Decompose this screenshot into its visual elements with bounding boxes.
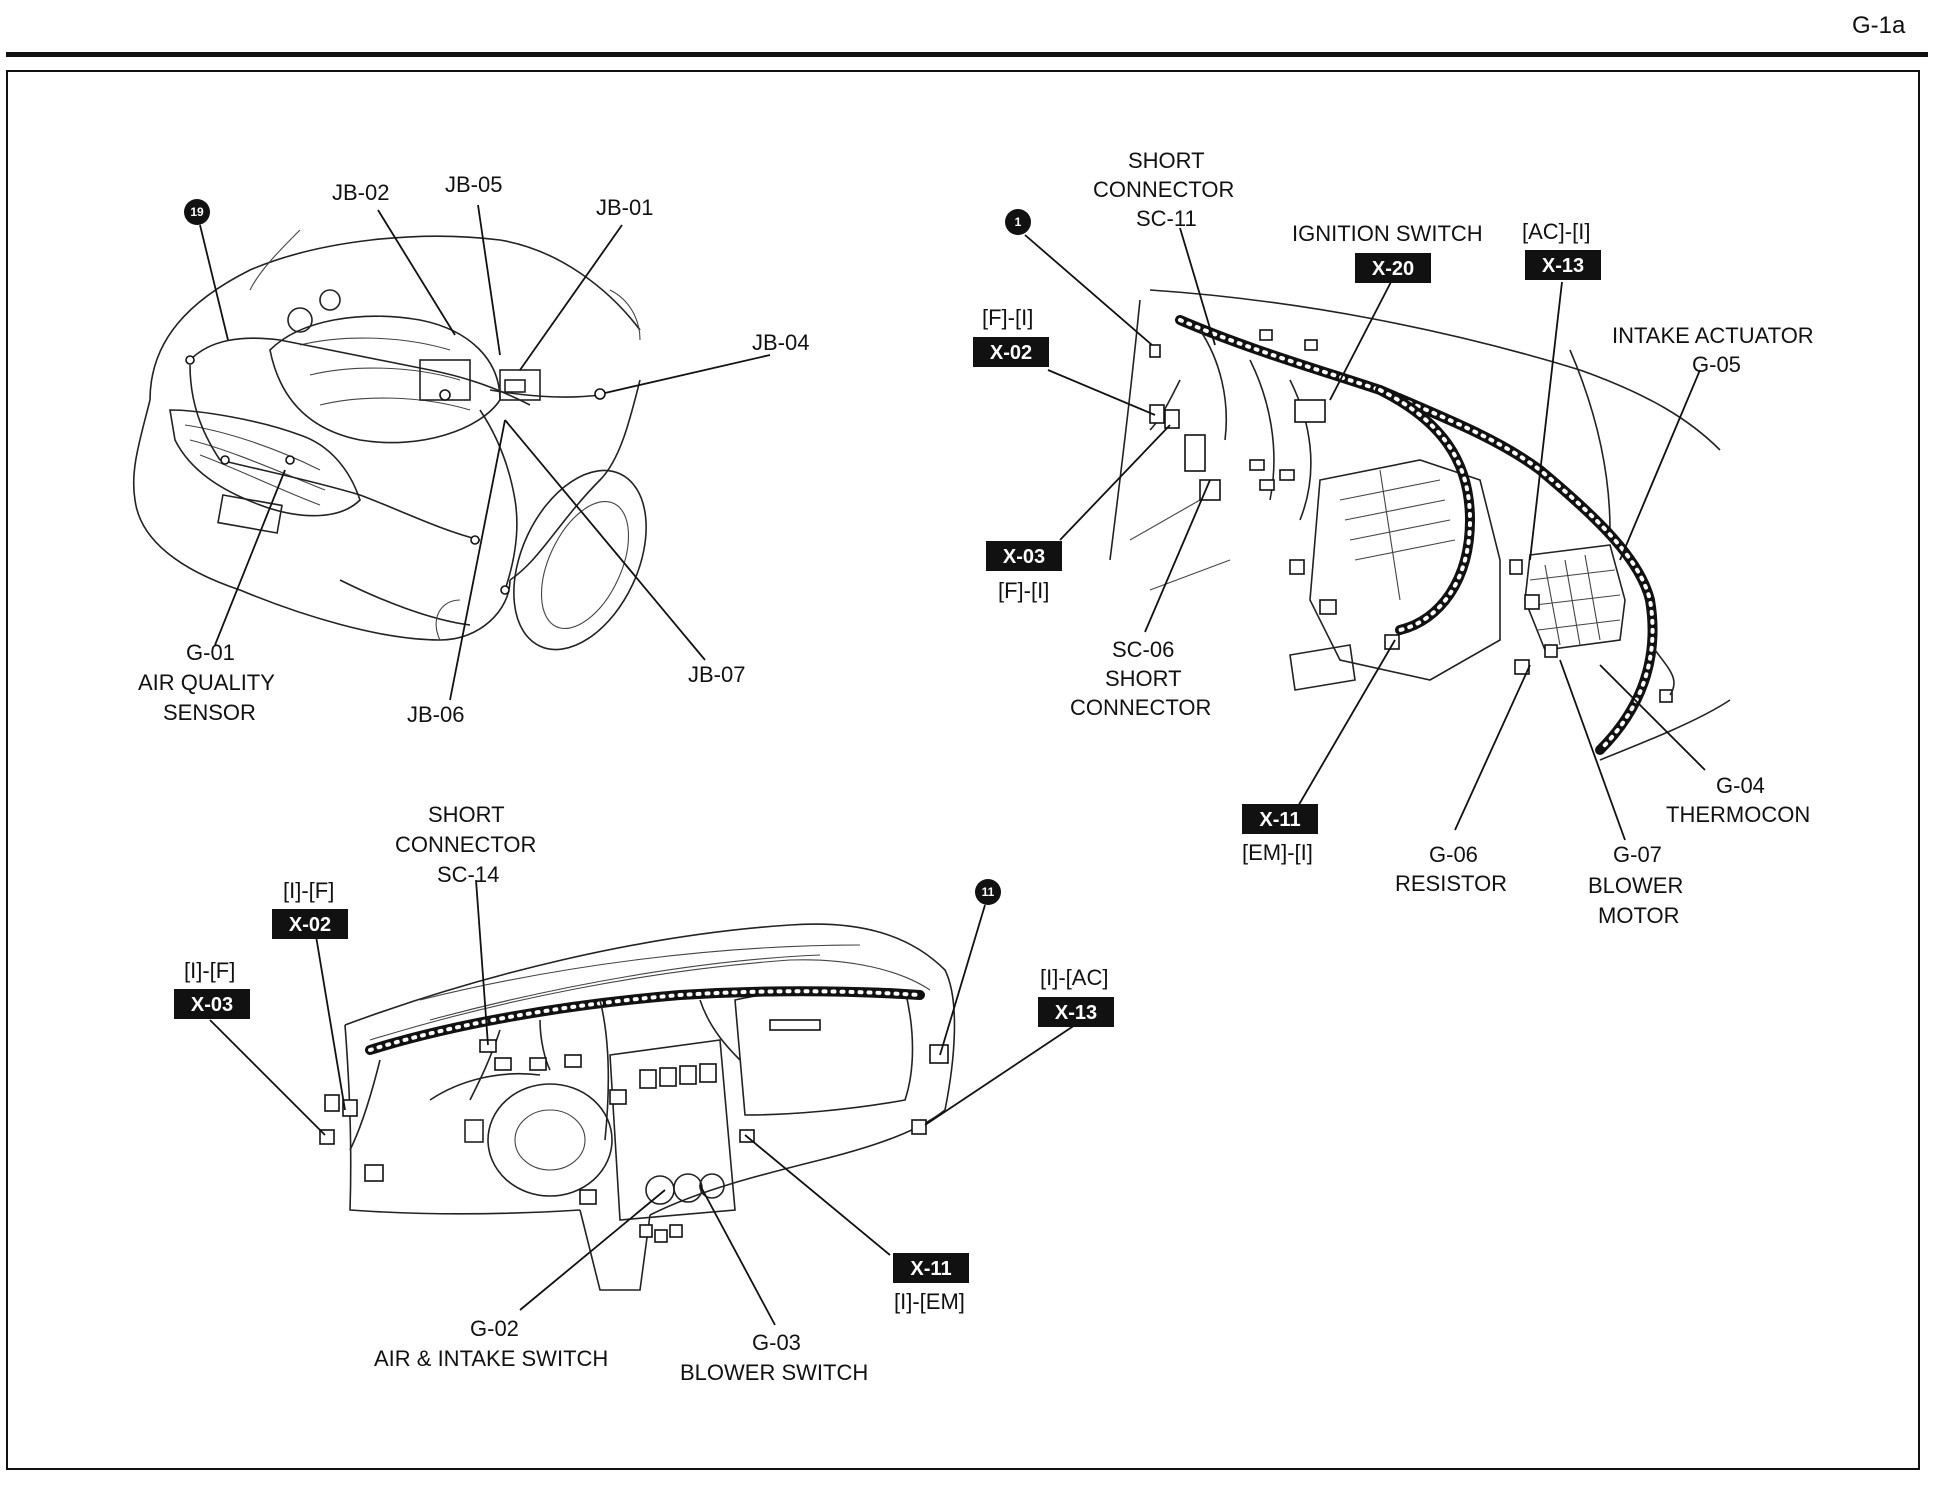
label-g-04: G-04 xyxy=(1716,773,1765,798)
label-f-i-top: [F]-[I] xyxy=(982,305,1033,330)
tag-x02-hvac xyxy=(973,337,1049,367)
label-sc11-connector: CONNECTOR xyxy=(1093,177,1234,202)
label-intake-actuator: INTAKE ACTUATOR xyxy=(1612,323,1814,348)
ref-marker-1 xyxy=(1005,209,1031,235)
label-sc06-short: SHORT xyxy=(1105,666,1182,691)
ref-marker-1-label: 1 xyxy=(1015,215,1022,229)
tag-x13-dash xyxy=(1038,997,1114,1027)
label-em-i: [EM]-[I] xyxy=(1242,840,1313,865)
label-sensor: SENSOR xyxy=(163,700,256,725)
ref-marker-11-label: 11 xyxy=(982,885,995,899)
label-sc06-code: SC-06 xyxy=(1112,637,1174,662)
label-i-em: [I]-[EM] xyxy=(894,1289,965,1314)
label-g-02: G-02 xyxy=(470,1316,519,1341)
tag-x13-hvac-label: X-13 xyxy=(1542,255,1584,277)
label-jb-02: JB-02 xyxy=(332,180,389,205)
label-ac-i: [AC]-[I] xyxy=(1522,219,1590,244)
tag-x11-dash xyxy=(893,1253,969,1283)
label-i-f-1: [I]-[F] xyxy=(283,878,334,903)
tag-x13-dash-label: X-13 xyxy=(1055,1002,1097,1024)
label-air-quality: AIR QUALITY xyxy=(138,670,275,695)
label-thermocon: THERMOCON xyxy=(1666,802,1810,827)
label-blower: BLOWER xyxy=(1588,873,1683,898)
label-sc14-connector: CONNECTOR xyxy=(395,832,536,857)
label-sc14-short: SHORT xyxy=(428,802,505,827)
diagram-frame xyxy=(6,70,1920,1470)
tag-x03-dash xyxy=(174,989,250,1019)
label-jb-06: JB-06 xyxy=(407,702,464,727)
label-g-06: G-06 xyxy=(1429,842,1478,867)
label-jb-07: JB-07 xyxy=(688,662,745,687)
label-i-ac: [I]-[AC] xyxy=(1040,965,1108,990)
label-g-07: G-07 xyxy=(1613,842,1662,867)
label-resistor: RESISTOR xyxy=(1395,871,1507,896)
label-ignition-switch: IGNITION SWITCH xyxy=(1292,221,1483,246)
label-sc06-connector: CONNECTOR xyxy=(1070,695,1211,720)
tag-x03-dash-label: X-03 xyxy=(191,994,233,1016)
tag-x11-hvac xyxy=(1242,804,1318,834)
header-rule xyxy=(6,52,1928,57)
label-g-03: G-03 xyxy=(752,1330,801,1355)
tag-x20-label: X-20 xyxy=(1372,258,1414,280)
tag-x02-dash-label: X-02 xyxy=(289,914,331,936)
label-sc14-code: SC-14 xyxy=(437,862,499,887)
tag-x02-dash xyxy=(272,909,348,939)
label-g-05: G-05 xyxy=(1692,352,1741,377)
tag-x02-hvac-label: X-02 xyxy=(990,342,1032,364)
tag-x20 xyxy=(1355,253,1431,283)
tag-x11-dash-label: X-11 xyxy=(910,1258,951,1280)
tag-x03-hvac-label: X-03 xyxy=(1003,546,1045,568)
label-motor: MOTOR xyxy=(1598,903,1679,928)
label-jb-04: JB-04 xyxy=(752,330,809,355)
tag-x13-hvac xyxy=(1525,250,1601,280)
page-number: G-1a xyxy=(1852,12,1906,39)
label-blower-switch: BLOWER SWITCH xyxy=(680,1360,868,1385)
label-jb-05: JB-05 xyxy=(445,172,502,197)
dashboard-view: 11 SHORT CONNECTOR SC-14 [I]-[F] X-02 [I… xyxy=(174,802,1114,1385)
engine-compartment-view: 19 JB-02 JB-05 JB-01 JB-04 JB-07 JB-06 G… xyxy=(132,172,809,727)
label-sc11-short: SHORT xyxy=(1128,148,1205,173)
label-air-intake-switch: AIR & INTAKE SWITCH xyxy=(374,1346,608,1371)
tag-x03-hvac xyxy=(986,541,1062,571)
ref-marker-19-label: 19 xyxy=(190,205,204,219)
label-sc11-code: SC-11 xyxy=(1136,206,1197,231)
tag-x11-hvac-label: X-11 xyxy=(1259,809,1300,831)
label-g-01: G-01 xyxy=(186,640,235,665)
hvac-view: 1 SHORT CONNECTOR SC-11 IGNITION SWITCH … xyxy=(973,148,1814,928)
label-f-i-bottom: [F]-[I] xyxy=(998,578,1049,603)
label-jb-01: JB-01 xyxy=(596,195,653,220)
label-i-f-2: [I]-[F] xyxy=(184,958,235,983)
ref-marker-19 xyxy=(184,199,210,225)
ref-marker-11 xyxy=(975,879,1001,905)
